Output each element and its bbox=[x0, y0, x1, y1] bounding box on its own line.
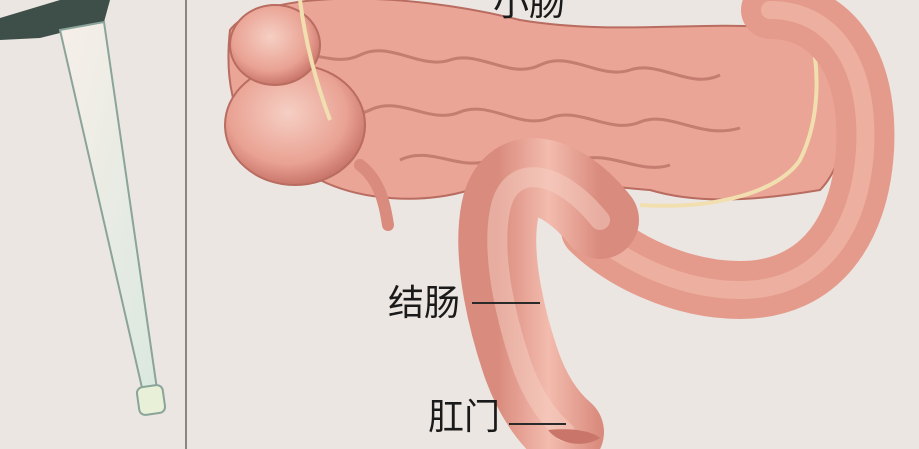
small-intestine-label: 小肠 bbox=[493, 0, 565, 22]
anus-label: 肛门 bbox=[428, 400, 500, 436]
colon-label: 结肠 bbox=[388, 286, 460, 322]
